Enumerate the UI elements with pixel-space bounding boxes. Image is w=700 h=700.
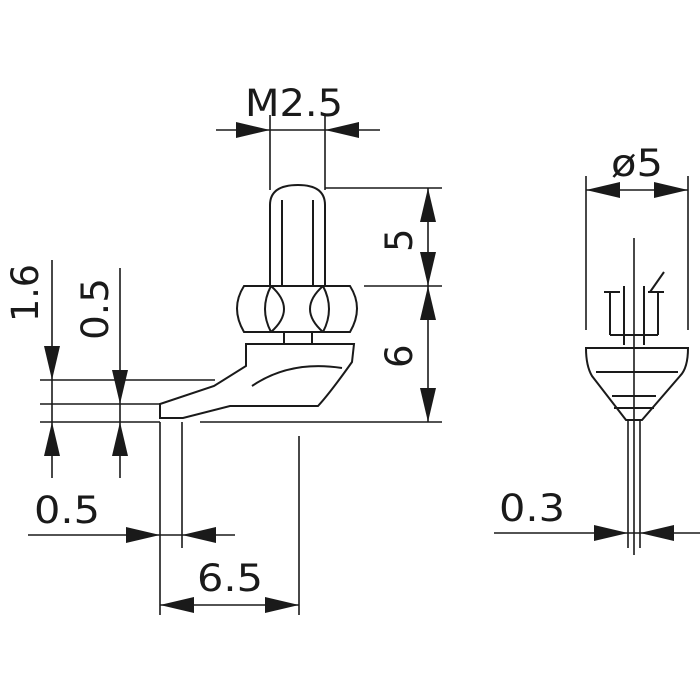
probe-arm [159,343,356,419]
dimension-tip-width: 0.5 [28,422,235,615]
label-tip-width: 0.5 [34,489,100,532]
label-reach: 6.5 [197,557,263,600]
dimension-thread: M2.5 [216,82,380,190]
label-nut-to-tip: 6 [378,344,421,368]
dimension-point: 0.3 [494,420,700,548]
label-tip-thickness: 0.5 [74,278,117,340]
label-diameter: ø5 [611,142,663,185]
dimension-diameter: ø5 [585,142,689,330]
dimension-vertical-left: 1.6 0.5 [4,260,215,478]
dimension-reach: 6.5 [160,436,300,615]
threaded-stud [269,183,326,286]
label-thread-length: 5 [378,228,421,252]
probe-front-view [584,238,690,555]
hex-nut [236,285,358,333]
probe-side-view [159,183,358,419]
dimension-vertical-right: 5 6 [200,187,442,423]
label-tip-height: 1.6 [4,264,47,322]
label-point: 0.3 [499,487,565,530]
label-thread: M2.5 [245,82,343,125]
